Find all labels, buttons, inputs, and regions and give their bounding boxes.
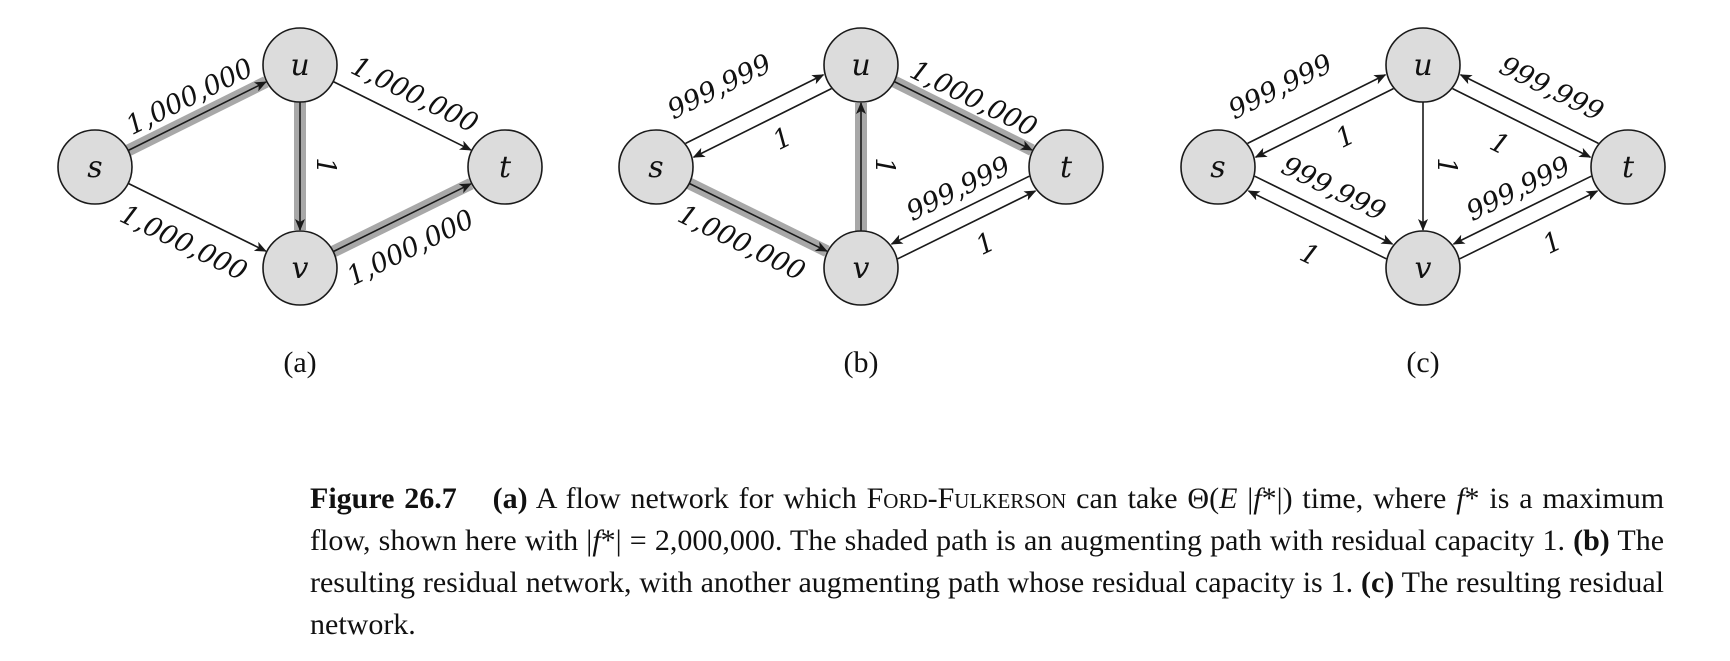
- edge-label-s-u: 999,999: [1224, 48, 1338, 125]
- edge-label-v-u: 1: [869, 157, 900, 174]
- edge-label-u-t: 1,000,000: [346, 51, 483, 140]
- edge-u-t: [332, 80, 472, 151]
- caption-var-e: E: [1219, 482, 1238, 515]
- node-t: [1028, 129, 1104, 205]
- edge-label-t-v: 1: [1538, 225, 1567, 260]
- edge-u-s: [1254, 87, 1394, 158]
- edge-label-u-v: 1: [310, 157, 341, 174]
- edge-label-u-v: 1: [1431, 157, 1462, 174]
- edge-label-t-u: 1: [1485, 126, 1514, 161]
- edge-label-s-v: 1,000,000: [115, 199, 252, 288]
- node-label-t: t: [1622, 150, 1635, 185]
- node-s: [1180, 129, 1256, 205]
- edge-v-t: [332, 183, 472, 253]
- node-label-s: s: [648, 150, 663, 185]
- node-label-u: u: [1413, 48, 1432, 83]
- node-label-v: v: [292, 251, 309, 286]
- edge-v-s: [1247, 190, 1387, 260]
- node-label-t: t: [1060, 150, 1073, 185]
- caption-var-f3: f: [592, 524, 601, 557]
- node-label-s: s: [1210, 150, 1225, 185]
- edge-label-s-u: 999,999: [663, 48, 777, 125]
- node-t: [467, 129, 543, 205]
- caption-part-b-marker: (b): [1573, 524, 1610, 557]
- panel-label: (a): [283, 346, 316, 379]
- node-u: [1385, 27, 1461, 103]
- node-label-v: v: [1415, 251, 1432, 286]
- node-label-t: t: [499, 150, 512, 185]
- edge-s-v: [1254, 175, 1394, 245]
- edge-label-u-s: 1: [768, 121, 797, 156]
- node-v: [1385, 230, 1461, 306]
- edge-u-t: [893, 80, 1033, 151]
- caption-text-8: The resulting residual network.: [310, 566, 1664, 641]
- edge-t-u: [1459, 74, 1599, 145]
- caption-text-4: *|) time, where: [1261, 482, 1447, 515]
- figure-number: Figure 26.7: [310, 482, 457, 515]
- edge-v-t: [1459, 190, 1599, 260]
- edge-label-t-v: 1: [971, 226, 1000, 261]
- edge-label-s-v: 999,999: [1277, 151, 1391, 228]
- caption-var-f1: f: [1253, 482, 1262, 515]
- caption-part-c-marker: (c): [1361, 566, 1395, 599]
- node-label-s: s: [87, 150, 102, 185]
- edge-label-u-t: 999,999: [1495, 50, 1609, 127]
- edge-label-v-t: 999,999: [902, 151, 1016, 228]
- caption-text-6: *| = 2,000,000. The shaded path is an au…: [600, 524, 1565, 557]
- figure-caption: Figure 26.7 (a) A flow network for which…: [310, 478, 1664, 646]
- caption-text-5: * is a maximum flow, shown here with |: [310, 482, 1665, 557]
- caption-var-f2: f: [1456, 482, 1465, 515]
- caption-text-3: |: [1237, 482, 1254, 515]
- panel-label: (c): [1406, 346, 1439, 379]
- caption-text-7: The resulting residual network, with ano…: [310, 524, 1665, 599]
- edge-u-s: [692, 87, 832, 158]
- node-v: [262, 230, 338, 306]
- node-s: [618, 129, 694, 205]
- node-label-u: u: [851, 48, 870, 83]
- edge-s-u: [685, 74, 825, 145]
- node-label-u: u: [290, 48, 309, 83]
- edge-label-u-s: 1: [1331, 119, 1360, 154]
- node-t: [1590, 129, 1666, 205]
- edge-s-u: [1247, 74, 1387, 145]
- edge-t-v: [1452, 175, 1592, 245]
- caption-text-1: A flow network for which: [535, 482, 857, 515]
- node-u: [823, 27, 899, 103]
- edge-u-t: [1452, 87, 1592, 158]
- edge-label-v-t: 999,999: [1462, 151, 1576, 228]
- edge-v-t: [897, 190, 1037, 260]
- edge-label-v-s: 1: [1295, 237, 1324, 272]
- node-v: [823, 230, 899, 306]
- node-label-v: v: [853, 251, 870, 286]
- caption-algorithm-name: Ford-Fulkerson: [866, 482, 1067, 515]
- edge-t-v: [890, 175, 1030, 245]
- node-s: [57, 129, 133, 205]
- caption-text-2: can take Θ(: [1076, 482, 1220, 515]
- edge-s-u: [127, 81, 267, 152]
- edge-s-v: [688, 182, 828, 252]
- panel-label: (b): [844, 346, 879, 379]
- caption-part-a-marker: (a): [492, 482, 528, 515]
- node-u: [262, 27, 338, 103]
- edge-s-v: [127, 182, 267, 252]
